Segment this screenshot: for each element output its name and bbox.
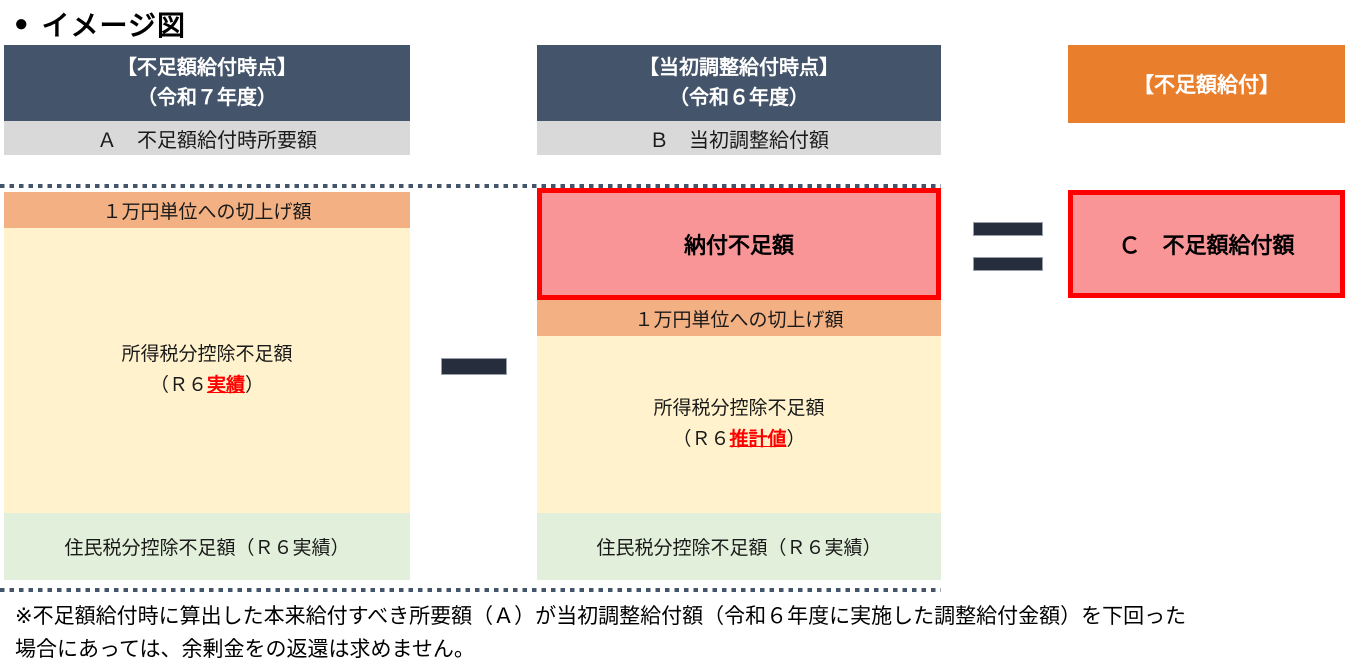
footnote-line1: ※不足額給付時に算出した本来給付すべき所要額（Ａ）が当初調整給付額（令和６年度に… [15, 605, 1187, 628]
result-box: Ｃ 不足額給付額 [1068, 190, 1345, 298]
equals-top-bar [973, 222, 1043, 236]
shortfall-box: 納付不足額 [537, 188, 941, 300]
equals-bottom-bar [973, 257, 1043, 271]
equals-icon [973, 222, 1043, 271]
footnote-line2: 場合にあっては、余剰金をの返還は求めません。 [15, 637, 475, 661]
bottom-dotted-divider [0, 588, 941, 592]
middle-subheader: Ｂ 当初調整給付額 [537, 121, 941, 155]
minus-icon [441, 358, 507, 375]
top-dotted-divider [0, 184, 941, 188]
middle-income-tax-line1: 所得税分控除不足額 [653, 398, 825, 420]
left-income-tax-line1: 所得税分控除不足額 [121, 344, 293, 366]
middle-income-highlight: 推計値 [729, 428, 787, 450]
middle-header-line1: 【当初調整給付時点】 [639, 57, 839, 79]
result-header-label: 【不足額給付】 [1133, 74, 1280, 97]
shortfall-label: 納付不足額 [683, 233, 794, 258]
middle-subheader-label: Ｂ 当初調整給付額 [649, 129, 829, 152]
result-header: 【不足額給付】 [1068, 45, 1345, 123]
middle-income-paren-open: （Ｒ６ [672, 428, 730, 450]
middle-resident-tax-label: 住民税分控除不足額（Ｒ６実績） [596, 538, 882, 559]
middle-income-tax-line2: （Ｒ６推計値） [672, 425, 805, 455]
left-header-line1: 【不足額給付時点】 [117, 57, 297, 79]
middle-header-line2: （令和６年度） [669, 87, 809, 109]
middle-roundup-label: １万円単位への切上げ額 [634, 309, 844, 331]
left-income-tax-box: 所得税分控除不足額 （Ｒ６実績） [4, 228, 410, 513]
left-income-tax-line2: （Ｒ６実績） [150, 371, 264, 401]
footnote: ※不足額給付時に算出した本来給付すべき所要額（Ａ）が当初調整給付額（令和６年度に… [15, 601, 1341, 665]
left-roundup-label: １万円単位への切上げ額 [102, 201, 312, 223]
middle-income-tax-box: 所得税分控除不足額 （Ｒ６推計値） [537, 336, 941, 513]
left-income-paren-open: （Ｒ６ [149, 374, 207, 396]
left-roundup-box: １万円単位への切上げ額 [4, 192, 410, 228]
middle-resident-tax-box: 住民税分控除不足額（Ｒ６実績） [537, 513, 941, 580]
result-box-label: Ｃ 不足額給付額 [1118, 233, 1295, 258]
left-subheader-label: Ａ 不足額給付時所要額 [97, 129, 317, 152]
left-income-paren-close: ） [245, 374, 265, 396]
page-title: ● イメージ図 [14, 4, 186, 44]
middle-income-paren-close: ） [786, 428, 806, 450]
left-income-highlight: 実績 [206, 374, 245, 396]
middle-header: 【当初調整給付時点】 （令和６年度） [537, 45, 941, 121]
left-header-line2: （令和７年度） [137, 87, 277, 109]
middle-roundup-box: １万円単位への切上げ額 [537, 300, 941, 336]
page-title-text: イメージ図 [41, 10, 186, 41]
left-resident-tax-label: 住民税分控除不足額（Ｒ６実績） [64, 538, 350, 559]
left-subheader: Ａ 不足額給付時所要額 [4, 121, 410, 155]
left-header: 【不足額給付時点】 （令和７年度） [4, 45, 410, 121]
left-resident-tax-box: 住民税分控除不足額（Ｒ６実績） [4, 513, 410, 580]
bullet-icon: ● [14, 10, 30, 37]
